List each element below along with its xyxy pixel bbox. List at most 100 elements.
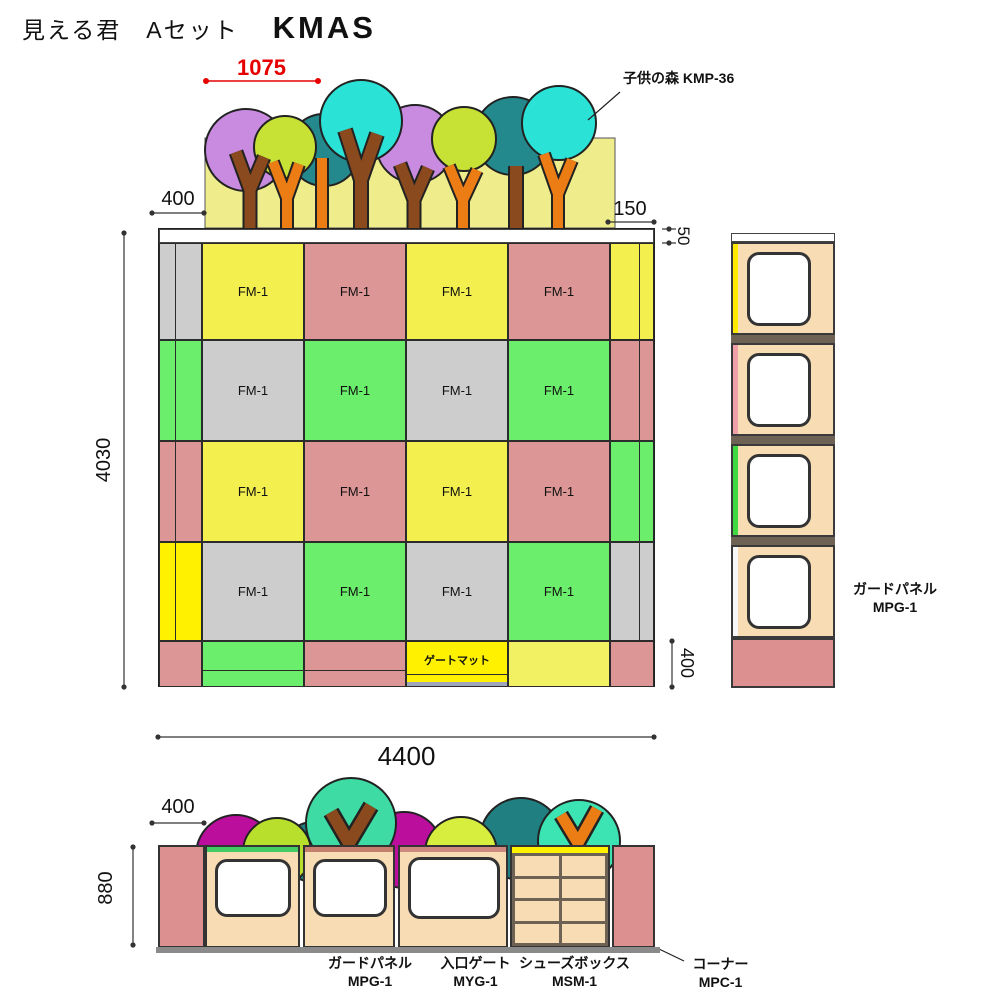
plan-bottom-cell: ゲートマット xyxy=(406,641,508,687)
shoebox-shelf xyxy=(515,901,559,921)
elevation-label-guard: ガードパネル MPG-1 xyxy=(310,954,430,990)
strip-divider xyxy=(175,442,176,541)
plan-mat-cell: FM-1 xyxy=(406,243,508,340)
dim-top-strip: 50 xyxy=(674,226,693,246)
gate-window xyxy=(408,857,500,919)
strip-divider xyxy=(175,244,176,339)
side-edge-strip xyxy=(733,345,738,434)
side-edge-strip xyxy=(733,446,738,535)
plan-bottom-cell xyxy=(159,641,202,687)
plan-tree-trunks xyxy=(228,127,579,236)
gate-mat-label: ゲートマット xyxy=(424,655,490,667)
plan-right-strip-cell xyxy=(610,542,654,641)
elevation-label-gate: 入口ゲート MYG-1 xyxy=(428,954,523,990)
panel-window xyxy=(747,252,811,326)
plan-bottom-cell xyxy=(304,641,406,687)
mat-label: FM-1 xyxy=(543,383,575,398)
elevation-shoe-box xyxy=(510,845,610,948)
plan-mat-cell: FM-1 xyxy=(304,340,406,441)
tree-circle xyxy=(319,79,403,163)
plan-mat-cell: FM-1 xyxy=(508,542,610,641)
mat-label: FM-1 xyxy=(543,284,575,299)
mat-label: FM-1 xyxy=(237,383,269,398)
mat-label: FM-1 xyxy=(441,484,473,499)
side-guard-panel xyxy=(731,444,835,537)
plan-mat-cell: FM-1 xyxy=(202,542,304,641)
plan-right-strip-cell xyxy=(610,340,654,441)
side-guard-panel xyxy=(731,343,835,436)
dim-bottom-depth: 400 xyxy=(677,647,697,679)
gate-mat-line xyxy=(407,673,507,675)
label-text: シューズボックス xyxy=(519,955,630,971)
dim-tree-width: 1075 xyxy=(237,55,286,80)
page-title: 見える君 Aセット KMAS xyxy=(22,10,376,46)
side-view-label-code: MPG-1 xyxy=(872,599,918,616)
mat-label: FM-1 xyxy=(543,584,575,599)
tree-trunk-icon xyxy=(325,802,377,855)
bottom-cell-divider xyxy=(203,670,303,672)
plan-right-strip-cell xyxy=(610,243,654,340)
side-view-label-text: ガードパネル xyxy=(853,581,937,597)
panel-window xyxy=(747,353,811,427)
bottom-cell-divider xyxy=(305,670,405,672)
plan-right-strip-cell xyxy=(610,441,654,542)
elevation-base xyxy=(156,947,660,953)
plan-left-strip-cell xyxy=(159,243,202,340)
plan-mat-cell: FM-1 xyxy=(202,340,304,441)
label-code: MSM-1 xyxy=(551,973,598,990)
panel-top-strip xyxy=(400,847,506,852)
shoebox-grid xyxy=(512,853,608,946)
side-top-strip xyxy=(731,233,835,242)
label-text: 入口ゲート xyxy=(440,955,511,971)
dim-line-1075 xyxy=(203,78,321,84)
tree-trunk-icon xyxy=(339,128,383,236)
mat-label: FM-1 xyxy=(237,584,269,599)
strip-divider xyxy=(639,442,640,541)
elevation-label-corner: コーナー MPC-1 xyxy=(678,955,763,991)
plan-mat-cell: FM-1 xyxy=(508,243,610,340)
shoebox-shelf xyxy=(561,878,605,898)
strip-divider xyxy=(175,341,176,440)
panel-window xyxy=(747,555,811,629)
side-guard-panel xyxy=(731,545,835,638)
side-edge-strip xyxy=(733,244,738,333)
tree-label-leader xyxy=(587,91,621,121)
side-bottom-block xyxy=(731,638,835,688)
dim-elev-height: 880 xyxy=(95,871,117,905)
gate-threshold xyxy=(407,682,507,686)
elevation-guard-panel xyxy=(205,845,300,948)
mat-label: FM-1 xyxy=(441,584,473,599)
side-view-guard-panel xyxy=(731,233,835,688)
mat-label: FM-1 xyxy=(441,383,473,398)
plan-left-strip-cell xyxy=(159,340,202,441)
side-panel-separator xyxy=(731,436,835,444)
plan-mat-cell: FM-1 xyxy=(508,441,610,542)
label-text: コーナー xyxy=(692,956,749,972)
plan-bottom-cell xyxy=(508,641,610,687)
corner-label-leader xyxy=(658,948,685,962)
panel-top-strip xyxy=(305,847,393,852)
strip-divider xyxy=(639,341,640,440)
plan-mat-cell: FM-1 xyxy=(202,441,304,542)
leader-lines xyxy=(587,91,685,962)
plan-mat-cell: FM-1 xyxy=(508,340,610,441)
plan-bottom-cell xyxy=(202,641,304,687)
panel-window xyxy=(215,859,291,917)
strip-divider xyxy=(639,543,640,640)
dim-elev-corner: 400 xyxy=(161,796,195,818)
plan-mat-cell: FM-1 xyxy=(406,441,508,542)
dim-right-offset: 150 xyxy=(613,198,647,220)
side-panel-separator xyxy=(731,335,835,343)
shoebox-shelf xyxy=(561,856,605,876)
label-code: MYG-1 xyxy=(453,973,498,990)
tree-circle xyxy=(521,85,597,161)
plan-mat-cell: FM-1 xyxy=(406,542,508,641)
mat-label: FM-1 xyxy=(543,484,575,499)
panel-top-strip xyxy=(207,847,298,852)
plan-mat-cell: FM-1 xyxy=(202,243,304,340)
elevation-entrance-gate xyxy=(398,845,508,948)
tree-trunk-icon xyxy=(556,806,602,854)
shoebox-shelf xyxy=(561,901,605,921)
plan-left-strip-cell xyxy=(159,441,202,542)
